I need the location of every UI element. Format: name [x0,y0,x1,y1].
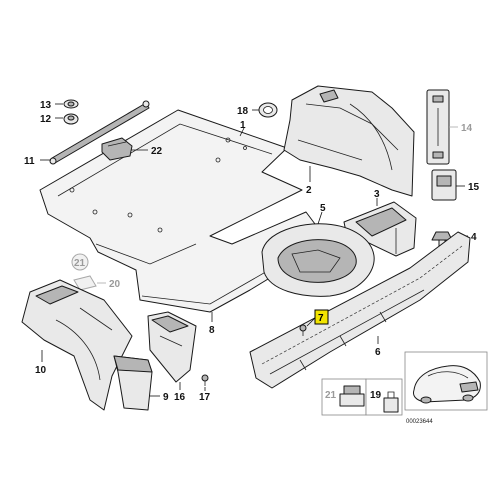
part-7-screw[interactable] [299,324,307,336]
label-16: 16 [174,392,186,403]
label-15: 15 [468,182,480,193]
label-19: 19 [370,390,382,401]
part-12-grommet[interactable] [63,113,79,125]
part-3-storage-tray[interactable] [343,201,417,257]
part-14-vertical-bracket[interactable] [426,89,450,165]
part-2-side-trim-right[interactable] [283,85,415,197]
marker-21 [71,253,89,271]
label-22: 22 [151,146,163,157]
label-5: 5 [320,203,326,214]
label-20: 20 [109,279,121,290]
part-6-rear-sill-trim[interactable] [249,231,471,389]
vehicle-locator-inset [404,351,488,411]
part-11-strut-rod[interactable] [49,100,150,165]
part-20-ghost-clip[interactable] [73,275,97,291]
label-8: 8 [209,325,215,336]
label-18: 18 [237,106,249,117]
part-19-clip[interactable] [383,391,399,413]
vehicle-icon [413,365,481,404]
label-13: 13 [40,100,52,111]
label-21: 21 [74,258,86,269]
part-22-bracket[interactable] [101,137,133,161]
part-5-wheel-well-insert[interactable] [261,223,375,297]
label-21-inset: 21 [325,390,337,401]
label-12: 12 [40,114,52,125]
reference-number: 00023644 [406,419,433,425]
label-6: 6 [375,347,381,358]
label-3: 3 [374,189,380,200]
label-11: 11 [24,156,35,167]
part-15-clip-block[interactable] [431,169,457,201]
label-2: 2 [306,185,312,196]
part-21-cap[interactable] [339,385,365,407]
part-13-grommet[interactable] [63,99,79,109]
part-16-corner-trim[interactable] [147,311,197,383]
part-10-side-trim-left[interactable] [21,279,133,411]
inset-parts-21-19: 21 19 [321,378,403,416]
highlight-box-7 [314,309,329,325]
label-7: 7 [318,313,324,324]
label-1: 1 [240,120,246,131]
part-17-fastener[interactable] [201,374,209,386]
label-9: 9 [163,392,169,403]
label-10: 10 [35,365,47,376]
part-9-storage-box[interactable] [113,355,153,411]
label-4: 4 [471,232,477,243]
part-18-ring-grommet[interactable] [258,102,278,118]
label-14: 14 [461,123,473,134]
label-17: 17 [199,392,211,403]
